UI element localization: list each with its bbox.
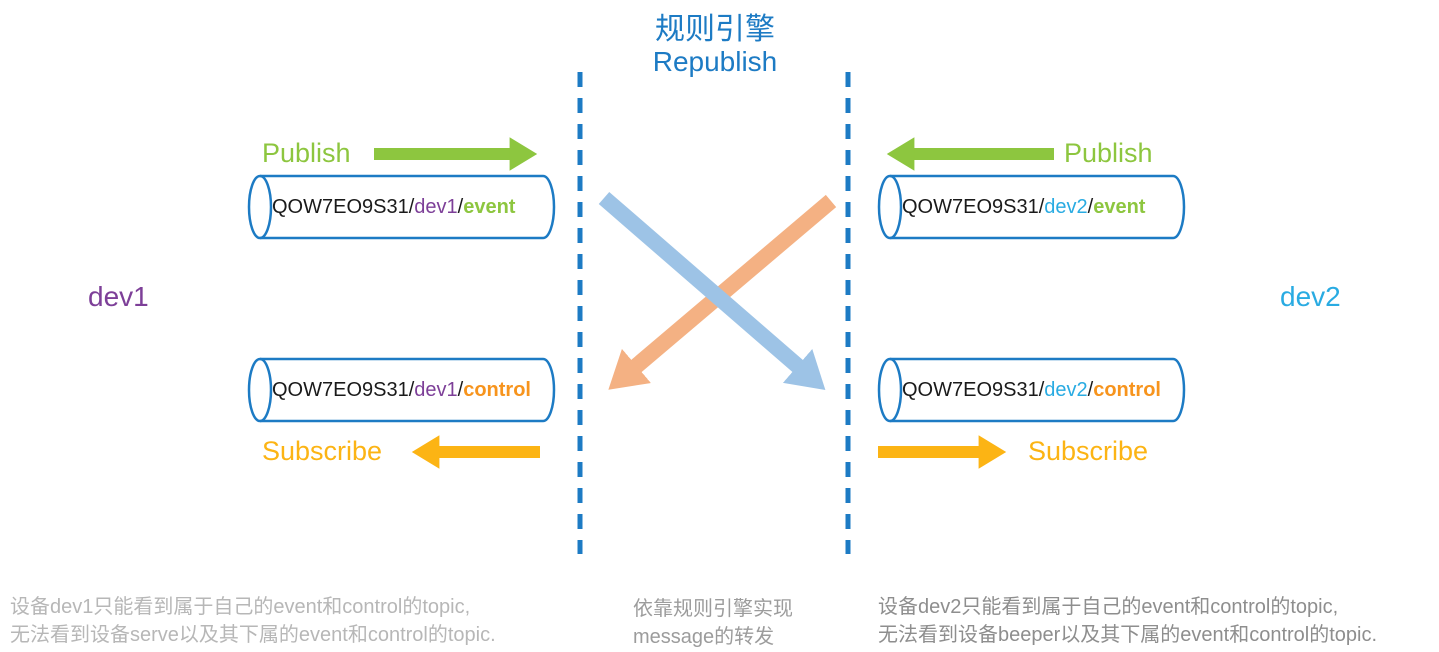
note-left: 设备dev1只能看到属于自己的event和control的topic, 无法看到… — [10, 593, 496, 649]
diagram-title: 规则引擎 — [655, 13, 775, 46]
note-right-line1: 设备dev2只能看到属于自己的event和control的topic, — [878, 596, 1339, 618]
note-left-line2: 无法看到设备serve以及其下属的event和control的topic. — [10, 624, 496, 646]
note-right-line2: 无法看到设备beeper以及其下属的event和control的topic. — [878, 624, 1378, 646]
topic-text-dev2-control: QOW7EO9S31/dev2/control — [902, 359, 1161, 421]
topic-device: dev1 — [414, 379, 458, 401]
topic-cylinder-dev2-event — [877, 174, 1186, 240]
topic-cylinder-dev2-control — [877, 357, 1186, 423]
device-label-dev2: dev2 — [1280, 281, 1341, 312]
note-center: 依靠规则引擎实现 message的转发 — [633, 595, 793, 651]
topic-prefix: QOW7EO9S31/ — [272, 196, 415, 218]
topic-suffix: event — [1093, 196, 1146, 218]
topic-prefix: QOW7EO9S31/ — [902, 379, 1045, 401]
note-right: 设备dev2只能看到属于自己的event和control的topic, 无法看到… — [878, 593, 1377, 649]
topic-suffix: control — [1093, 379, 1161, 401]
topic-device: dev2 — [1044, 196, 1088, 218]
topic-suffix: control — [463, 379, 531, 401]
note-center-line1: 依靠规则引擎实现 — [633, 598, 793, 620]
publish-label-right: Publish — [1064, 138, 1153, 168]
topic-suffix: event — [463, 196, 516, 218]
topic-cylinder-dev1-control — [247, 357, 556, 423]
topic-separator: / — [457, 196, 464, 218]
topic-prefix: QOW7EO9S31/ — [902, 196, 1045, 218]
topic-text-dev1-control: QOW7EO9S31/dev1/control — [272, 359, 531, 421]
device-label-dev1: dev1 — [88, 281, 149, 312]
note-center-line2: message的转发 — [633, 626, 775, 648]
topic-separator: / — [457, 379, 464, 401]
topic-separator: / — [1087, 196, 1094, 218]
publish-label-left: Publish — [262, 138, 351, 168]
topic-device: dev2 — [1044, 379, 1088, 401]
topic-prefix: QOW7EO9S31/ — [272, 379, 415, 401]
crossover-arrow-right-to-left — [608, 194, 837, 390]
subscribe-label-left: Subscribe — [262, 436, 383, 466]
note-left-line1: 设备dev1只能看到属于自己的event和control的topic, — [10, 596, 471, 618]
topic-text-dev2-event: QOW7EO9S31/dev2/event — [902, 176, 1145, 238]
diagram-subtitle: Republish — [652, 46, 778, 77]
topic-separator: / — [1087, 379, 1094, 401]
crossover-arrow-left-to-right — [598, 191, 826, 391]
topic-cylinder-dev1-event — [247, 174, 556, 240]
topic-text-dev1-event: QOW7EO9S31/dev1/event — [272, 176, 515, 238]
topic-device: dev1 — [414, 196, 458, 218]
subscribe-label-right: Subscribe — [1028, 436, 1149, 466]
